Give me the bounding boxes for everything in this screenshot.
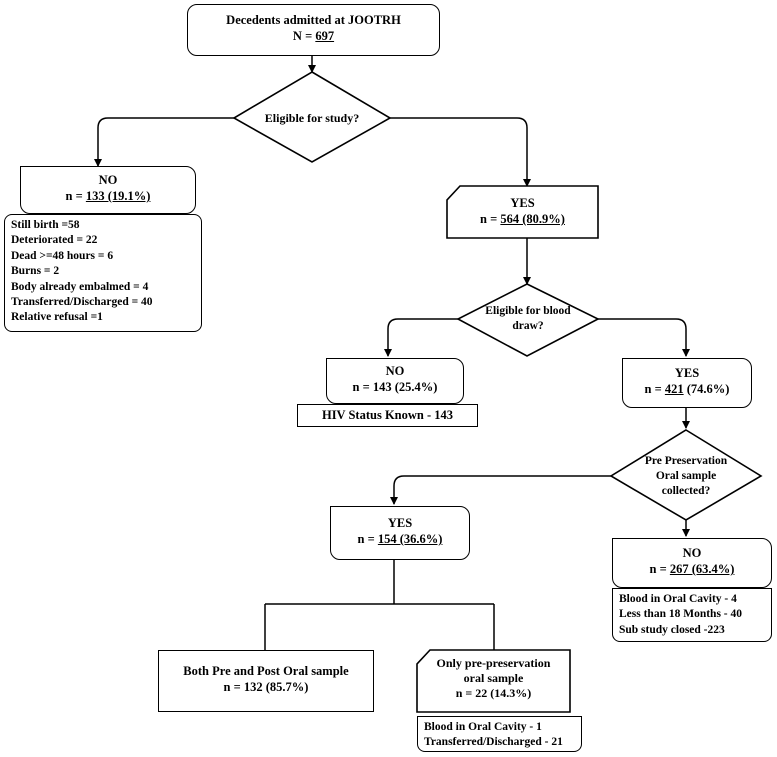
yes-eligible-box: YES n = 564 (80.9%) — [447, 186, 598, 238]
yes-blood-box: YES n = 421 (74.6%) — [622, 358, 752, 408]
reason-item: Body already embalmed = 4 — [11, 280, 149, 293]
hiv-status-box: HIV Status Known - 143 — [297, 404, 478, 427]
d1-label: Eligible for study? — [264, 110, 360, 125]
yes-oral-box: YES n = 154 (36.6%) — [330, 506, 470, 560]
no-ineligible-box: NO n = 133 (19.1%) — [20, 166, 196, 214]
ineligible-reasons-list: Still birth =58 Deteriorated = 22 Dead >… — [4, 214, 202, 332]
no-blood-count: n = 143 (25.4%) — [352, 380, 438, 394]
reason-item: Burns = 2 — [11, 265, 60, 278]
no-oral-box: NO n = 267 (63.4%) — [612, 538, 772, 588]
decision-diamond-eligible-study — [232, 71, 392, 163]
yes-oral-label: YES — [387, 516, 413, 530]
reason-item: Sub study closed -223 — [619, 623, 725, 636]
only-pre-line1: Only pre-preservation — [436, 656, 551, 670]
no-oral-reasons-list: Blood in Oral Cavity - 4 Less than 18 Mo… — [612, 588, 772, 642]
yes-box-shape — [446, 185, 599, 239]
arrow-d2-to-no — [384, 318, 458, 357]
reason-item: Relative refusal =1 — [11, 311, 103, 324]
both-samples-title: Both Pre and Post Oral sample — [183, 664, 349, 678]
reason-item: Dead >=48 hours = 6 — [11, 249, 114, 262]
arrow-d2-to-yes — [598, 318, 690, 357]
reason-item: Transferred/Discharged = 40 — [11, 296, 153, 309]
reason-item: Transferred/Discharged - 21 — [424, 735, 563, 748]
root-count: N = 697 — [292, 29, 335, 43]
no-ineligible-label: NO — [98, 173, 118, 187]
only-pre-line2: oral sample — [463, 671, 524, 685]
reason-item: Blood in Oral Cavity - 4 — [619, 593, 737, 605]
only-pre-box-shape — [416, 649, 571, 713]
arrow-d3-to-yes — [390, 475, 611, 505]
reason-item: Still birth =58 — [11, 219, 80, 231]
no-oral-count: n = 267 (63.4%) — [649, 562, 735, 576]
decision-diamond-blood-draw — [456, 283, 600, 357]
yes-blood-label: YES — [674, 366, 700, 380]
only-pre-box: Only pre-preservation oral sample n = 22… — [417, 650, 570, 712]
arrow-d1-to-no — [94, 117, 234, 167]
only-pre-count: n = 22 (14.3%) — [455, 686, 532, 700]
yes-blood-count: n = 421 (74.6%) — [644, 382, 730, 396]
only-pre-reasons-list: Blood in Oral Cavity - 1 Transferred/Dis… — [417, 716, 582, 752]
yes-eligible-label: YES — [510, 196, 535, 210]
decision-diamond-oral-sample — [609, 429, 763, 521]
connector-yes3-split — [264, 560, 495, 650]
yes-oral-count: n = 154 (36.6%) — [357, 532, 443, 546]
no-ineligible-count: n = 133 (19.1%) — [65, 189, 151, 203]
reason-item: Deteriorated = 22 — [11, 234, 98, 247]
yes-eligible-count: n = 564 (80.9%) — [480, 212, 565, 226]
no-oral-label: NO — [682, 546, 702, 560]
reason-item: Blood in Oral Cavity - 1 — [424, 721, 542, 733]
reason-item: Less than 18 Months - 40 — [619, 608, 743, 621]
no-blood-label: NO — [385, 364, 405, 378]
root-box: Decedents admitted at JOOTRH N = 697 — [187, 4, 440, 56]
root-title: Decedents admitted at JOOTRH — [226, 13, 401, 27]
no-blood-box: NO n = 143 (25.4%) — [326, 358, 464, 404]
both-samples-count: n = 132 (85.7%) — [223, 680, 309, 694]
both-samples-box: Both Pre and Post Oral sample n = 132 (8… — [158, 650, 374, 712]
arrow-d1-to-yes — [390, 117, 531, 187]
